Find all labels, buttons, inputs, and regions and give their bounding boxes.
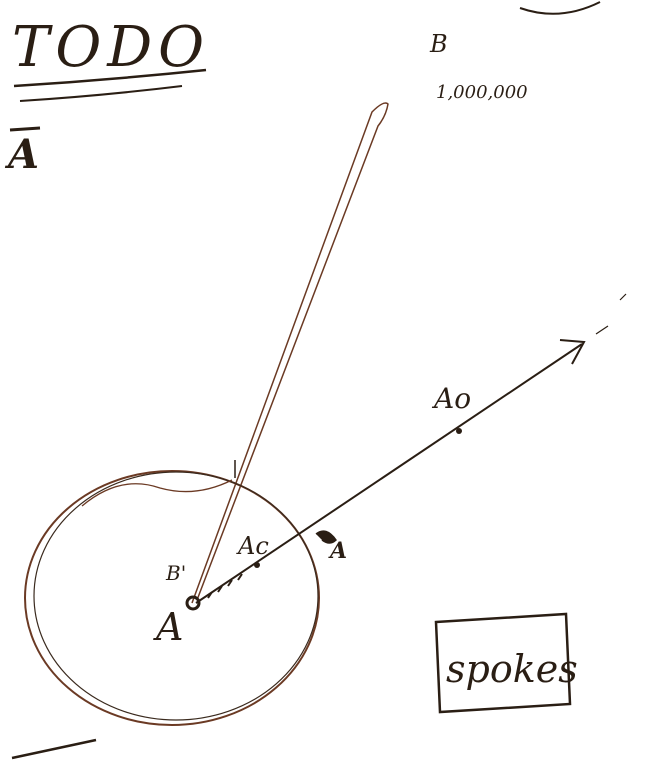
stray-mark-strike — [9, 126, 41, 132]
point-a-prime-label: A — [153, 605, 183, 649]
stray-mark-label: A — [4, 131, 39, 178]
point-b-label: B — [429, 30, 448, 58]
title-underline-2 — [19, 85, 183, 102]
point-ac-label: Ac — [236, 532, 269, 560]
spoke-to-ao — [195, 343, 583, 604]
point-b-value: 1,000,000 — [436, 82, 528, 103]
center-point-a — [185, 595, 201, 611]
spoke-dashed-continuation — [595, 293, 627, 335]
outer-circle-trace — [33, 471, 319, 721]
bottom-left-stroke — [11, 738, 97, 760]
center-tick-marks — [207, 573, 243, 599]
point-ao-dot — [456, 428, 462, 434]
title-text: TODO — [12, 15, 210, 80]
point-ao-label: Ao — [431, 382, 471, 415]
point-a-outer-mark — [315, 530, 337, 544]
spoke-arrowhead — [559, 339, 586, 365]
spokes-box-label: spokes — [446, 647, 578, 691]
outer-circle — [24, 470, 320, 726]
spokes-box — [434, 612, 572, 714]
point-a-outer-label: A — [328, 538, 347, 564]
spoke-to-b — [191, 102, 389, 604]
title-underline-1 — [13, 68, 207, 88]
point-ac-dot — [254, 562, 260, 568]
top-arc-fragment — [519, 1, 601, 15]
point-b-prime-label: B' — [165, 561, 186, 585]
circle-top-scribble — [81, 479, 233, 507]
